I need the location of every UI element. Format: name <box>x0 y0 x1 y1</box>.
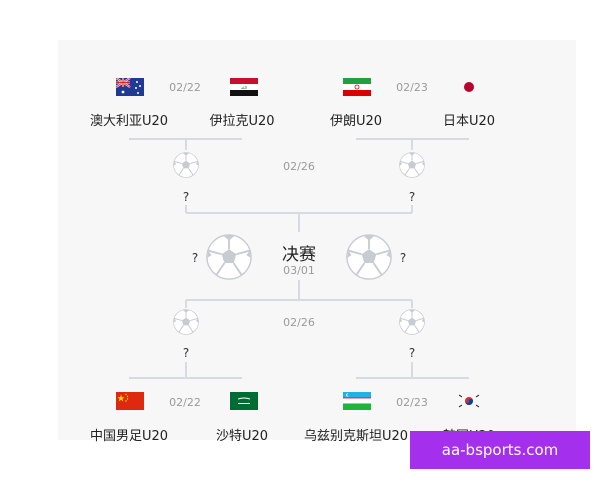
semi-date: 02/26 <box>283 316 315 329</box>
china-flag-icon <box>116 392 144 410</box>
final-date: 03/01 <box>283 264 315 277</box>
soccer-ball-icon <box>206 234 252 280</box>
team-name: 中国男足U20 <box>89 429 169 444</box>
soccer-ball-icon <box>346 234 392 280</box>
match-date: 02/23 <box>396 81 428 94</box>
match-date: 02/23 <box>396 396 428 409</box>
iraq-flag-icon: الله <box>230 78 258 96</box>
team-name: 伊朗U20 <box>329 114 383 129</box>
semi-unknown-team: ? <box>182 190 190 204</box>
japan-flag-icon <box>455 78 483 96</box>
soccer-ball-icon <box>173 309 199 335</box>
match-date: 02/22 <box>169 81 201 94</box>
team-name: 日本U20 <box>442 114 496 129</box>
final-unknown-team: ? <box>191 251 199 265</box>
team-name: 沙特U20 <box>215 429 269 444</box>
match-date: 02/22 <box>169 396 201 409</box>
uzbekistan-flag-icon <box>343 392 371 410</box>
australia-flag-icon <box>115 77 144 96</box>
team-name: 伊拉克U20 <box>209 114 275 129</box>
soccer-ball-icon <box>399 152 425 178</box>
saudi-flag-icon <box>230 392 258 410</box>
semi-unknown-team: ? <box>408 346 416 360</box>
svg-text:الله: الله <box>241 85 247 90</box>
team-name: 澳大利亚U20 <box>89 114 169 129</box>
final-unknown-team: ? <box>399 251 407 265</box>
iran-flag-icon <box>343 78 371 96</box>
korea-flag-icon <box>455 392 483 410</box>
soccer-ball-icon <box>399 309 425 335</box>
semi-unknown-team: ? <box>408 190 416 204</box>
semi-date: 02/26 <box>283 160 315 173</box>
bracket-panel <box>58 40 576 440</box>
team-name: 乌兹别克斯坦U20 <box>303 429 409 444</box>
soccer-ball-icon <box>173 152 199 178</box>
semi-unknown-team: ? <box>182 346 190 360</box>
watermark-banner: aa-bsports.com <box>410 431 590 469</box>
final-title: 决赛 <box>282 245 316 265</box>
